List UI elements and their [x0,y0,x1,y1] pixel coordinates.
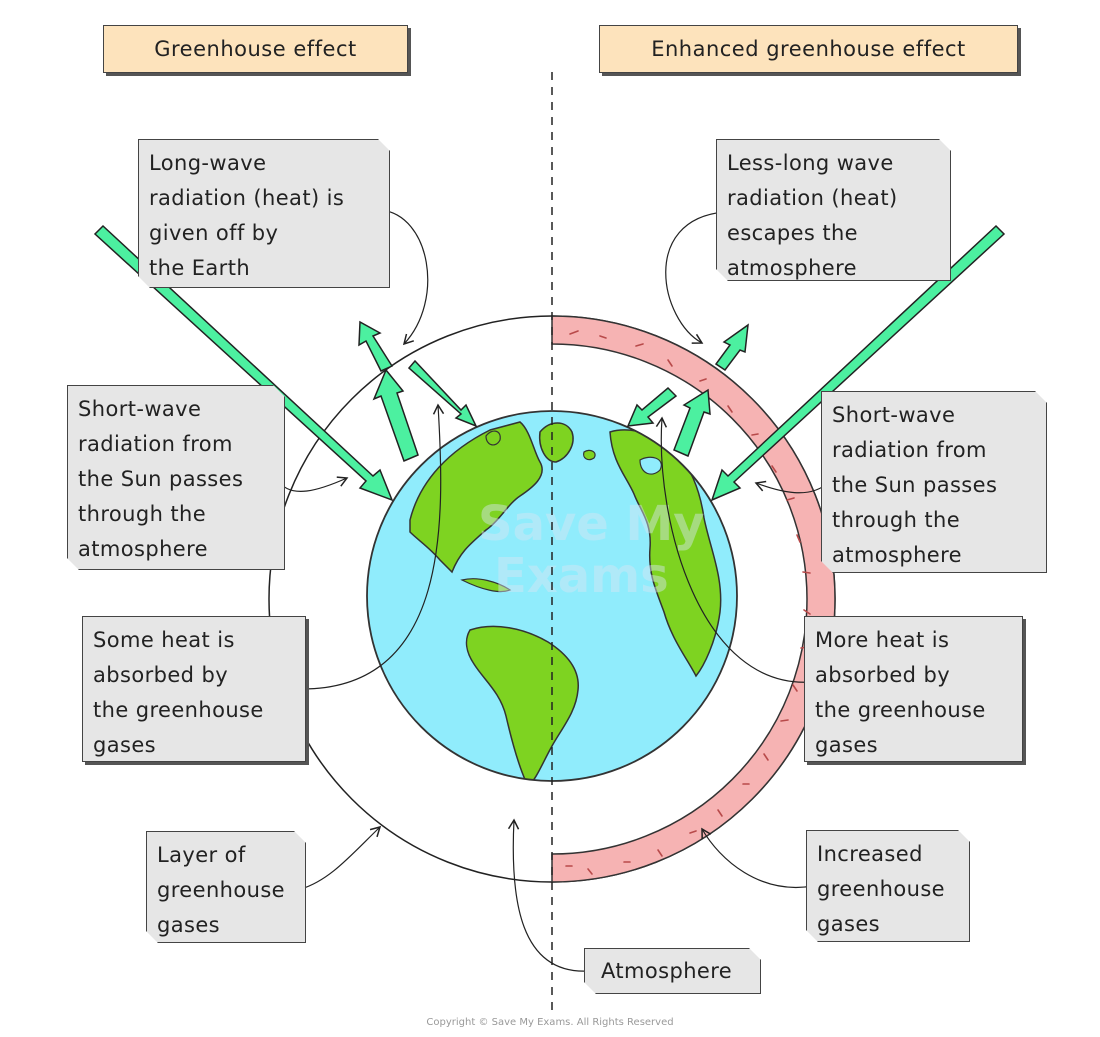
gas-layer-texture [565,330,811,875]
longwave-up-arrow-left-1 [372,368,419,463]
note-layer-left: Layer of greenhouse gases [146,831,306,943]
note-short-wave-left: Short-wave radiation from the Sun passes… [67,385,285,570]
note-long-wave-left: Long-wave radiation (heat) is given off … [138,139,390,288]
note-line: gases [157,913,221,937]
note-line: gases [93,733,157,757]
note-line: radiation (heat) [727,186,898,210]
connector-layer-right [701,827,814,888]
note-line: Layer of [157,843,246,867]
longwave-down-arrow-left [407,359,478,428]
note-line: the greenhouse [93,698,264,722]
radiation-arrows [93,224,1006,502]
note-short-wave-right: Short-wave radiation from the Sun passes… [821,391,1047,573]
watermark-line-2: Exams [494,548,669,604]
title-greenhouse-effect: Greenhouse effect [103,25,408,73]
note-line: radiation (heat) is [149,186,345,210]
connector-absorbed-left [300,403,445,690]
connector-layer-left [300,825,382,890]
note-line: Increased [817,842,923,866]
incoming-sunray-right-arrow [710,224,1006,502]
note-line: atmosphere [832,543,962,567]
note-line: radiation from [78,432,233,456]
note-line: gases [815,733,879,757]
title-enhanced-greenhouse-effect: Enhanced greenhouse effect [599,25,1018,73]
note-absorbed-left: Some heat is absorbed by the greenhouse … [82,616,306,762]
connector-absorbed-right [655,416,813,683]
note-line: Long-wave [149,151,267,175]
note-line: atmosphere [727,256,857,280]
connector-long-wave-left [380,209,429,346]
note-absorbed-right: More heat is absorbed by the greenhouse … [804,616,1023,762]
note-line: More heat is [815,628,950,652]
note-line: escapes the [727,221,859,245]
connector-long-wave-right [665,211,725,344]
note-line: the greenhouse [815,698,986,722]
note-line: Short-wave [78,397,202,421]
note-line: absorbed by [815,663,951,687]
longwave-up-arrow-right-1 [673,388,711,458]
note-line: the Sun passes [832,473,998,497]
connector-short-wave-left [277,476,349,492]
note-line: Short-wave [832,403,956,427]
note-line: greenhouse [157,878,285,902]
note-line: radiation from [832,438,987,462]
note-layer-right: Increased greenhouse gases [806,830,970,942]
note-line: through the [78,502,207,526]
note-long-wave-right: Less-long wave radiation (heat) escapes … [716,139,951,281]
note-line: Atmosphere [601,959,733,983]
longwave-down-arrow-right [626,386,678,427]
note-line: through the [832,508,961,532]
longwave-up-arrow-right-2 [714,323,749,372]
note-line: gases [817,912,881,936]
connector-atmosphere [507,818,590,972]
note-line: the Earth [149,256,251,280]
note-line: greenhouse [817,877,945,901]
note-line: atmosphere [78,537,208,561]
note-line: given off by [149,221,279,245]
note-line: absorbed by [93,663,229,687]
longwave-up-arrow-left-2 [358,320,394,372]
note-line: the Sun passes [78,467,244,491]
copyright-text: Copyright © Save My Exams. All Rights Re… [426,1017,674,1028]
note-line: Less-long wave [727,151,894,175]
note-atmosphere: Atmosphere [584,948,761,994]
note-line: Some heat is [93,628,235,652]
enhanced-gas-layer [551,315,836,883]
earth [367,411,737,781]
